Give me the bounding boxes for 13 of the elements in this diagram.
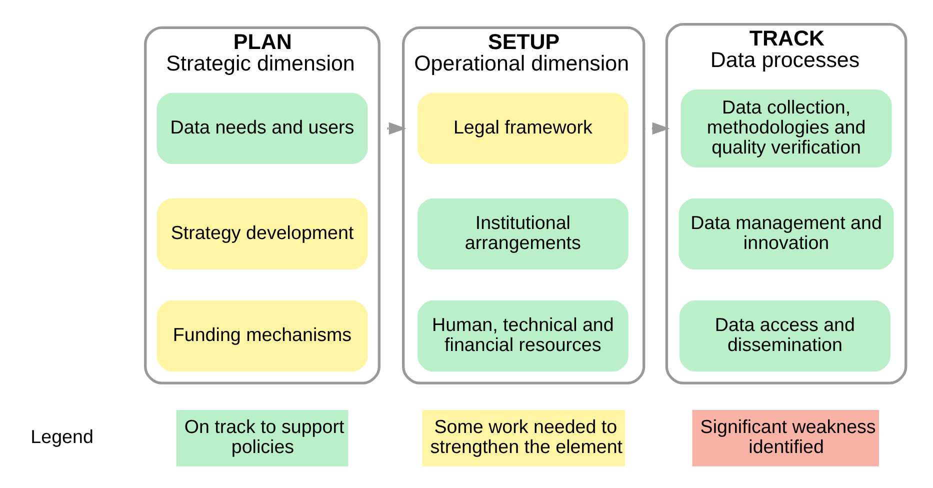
- node-box: Funding mechanisms: [155, 299, 370, 373]
- legend-label: Significant weakness identified: [700, 416, 876, 458]
- label: Legend: [30, 426, 94, 448]
- node-box: Legal framework: [416, 92, 630, 166]
- node-box: Data collection, methodologies and quality verification: [679, 88, 894, 169]
- legend-label: On track to support policies: [184, 416, 344, 458]
- node-box: Human, technical and financial resources: [416, 299, 630, 373]
- node-box: Institutional arrangements: [416, 196, 630, 271]
- node-box: Strategy development: [155, 196, 370, 271]
- legend-label: Some work needed to strengthen the element: [430, 416, 622, 458]
- node-box: Data management and innovation: [677, 196, 896, 271]
- node-box: Data needs and users: [155, 92, 370, 166]
- node-box: Data access and dissemination: [678, 299, 892, 373]
